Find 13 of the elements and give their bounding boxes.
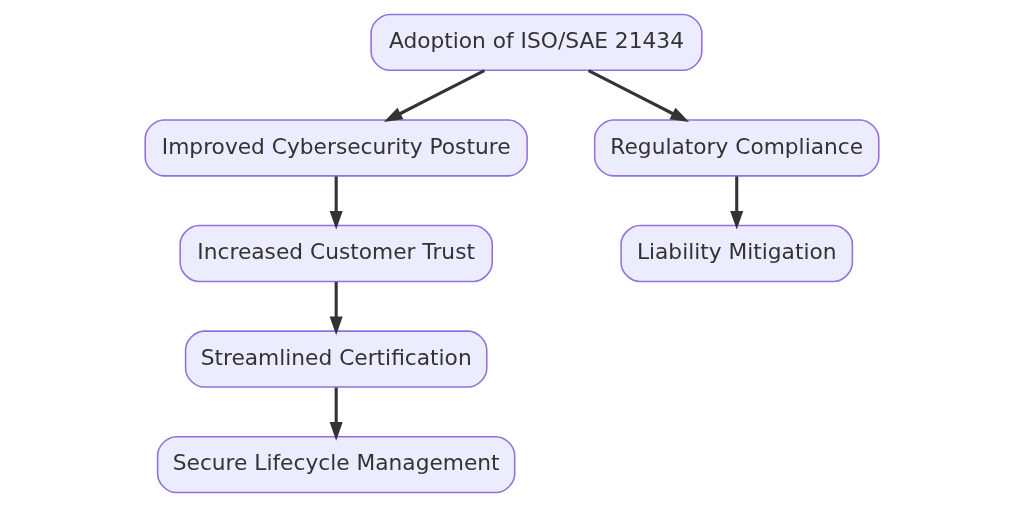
node-box: Secure Lifecycle Management bbox=[156, 435, 516, 494]
node-box: Improved Cybersecurity Posture bbox=[144, 119, 528, 177]
arrow bbox=[329, 387, 343, 441]
arrow bbox=[383, 69, 486, 122]
arrow bbox=[730, 176, 744, 230]
node-box: Regulatory Compliance bbox=[593, 119, 880, 177]
node-box: Adoption of ISO/SAE 21434 bbox=[370, 13, 703, 72]
arrow bbox=[329, 281, 343, 336]
arrow bbox=[587, 69, 690, 122]
node-box: Streamlined Certification bbox=[184, 330, 488, 388]
node-box: Increased Customer Trust bbox=[179, 224, 493, 283]
node-box: Liability Mitigation bbox=[620, 224, 854, 283]
arrow bbox=[329, 176, 343, 230]
